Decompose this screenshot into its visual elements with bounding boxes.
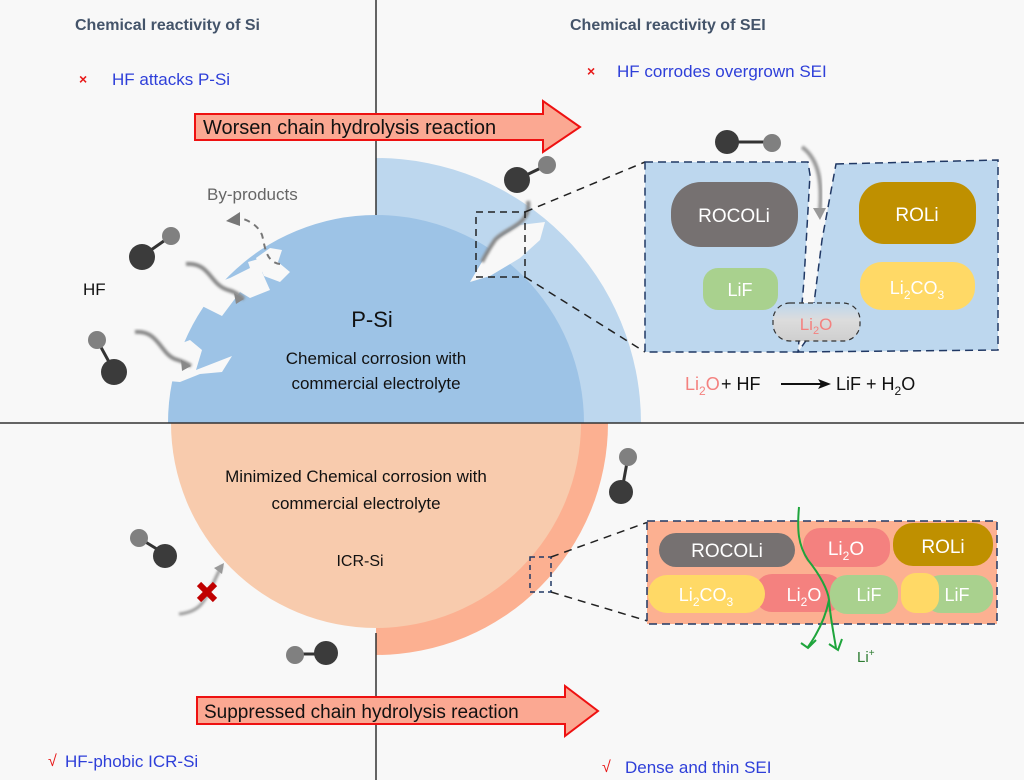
- heading-sei-reactivity: Chemical reactivity of SEI: [570, 17, 766, 34]
- chip-roli: [859, 182, 976, 244]
- chip-rocoli: [659, 533, 795, 567]
- reaction-equation: Li2O + HF LiF + H2O: [685, 374, 915, 398]
- hf-molecule-icon: [286, 641, 338, 665]
- li-ion-arrowhead-icon: [828, 638, 843, 652]
- li-ion-path: [807, 599, 830, 648]
- chip-li2o-dissolving: [772, 302, 861, 342]
- chip-li2co3: [860, 262, 975, 310]
- chip-roli-label: ROLi: [895, 205, 938, 226]
- corrosion-pit: [156, 340, 232, 382]
- chip-lif: [703, 268, 778, 310]
- zoom-guide-line: [524, 161, 646, 213]
- hf-molecule-icon: [504, 156, 556, 193]
- equation-reactant-li2o: Li2O: [685, 374, 720, 398]
- hf-molecule-icon: [609, 448, 637, 504]
- chip-roli: [893, 523, 993, 566]
- chip-li2co3-small: [901, 573, 939, 613]
- attack-path-arrow-icon: [800, 145, 823, 211]
- li-ion-path: [797, 506, 837, 649]
- chip-li2co3-label: Li2CO3: [890, 278, 945, 302]
- point-hf-corrodes-sei: HF corrodes overgrown SEI: [617, 62, 827, 81]
- li-ion-arrowhead-icon: [800, 639, 817, 650]
- cross-mark: ×: [79, 71, 87, 87]
- icr-si-label: ICR-Si: [336, 553, 383, 570]
- chip-li2o-label: Li2O: [828, 539, 864, 563]
- hf-molecule-icon: [715, 130, 781, 154]
- suppressed-arrow: Suppressed chain hydrolysis reaction: [196, 683, 600, 739]
- chip-roli-label: ROLi: [921, 537, 964, 558]
- zoom-region-box: [475, 211, 526, 278]
- zoom-region-box: [529, 556, 552, 593]
- hf-label: HF: [83, 280, 106, 299]
- equation-reactant-hf: + HF: [721, 374, 761, 394]
- chip-rocoli-label: ROCOLi: [691, 541, 763, 562]
- attack-path-arrow-icon: [185, 261, 246, 301]
- blocked-path: [178, 565, 224, 616]
- chip-lif-label: LiF: [944, 585, 969, 605]
- check-mark: √: [602, 759, 611, 776]
- worsen-arrow-label: Worsen chain hydrolysis reaction: [203, 117, 496, 139]
- chip-lif-label: LiF: [727, 280, 752, 300]
- chip-rocoli-label: ROCOLi: [698, 206, 770, 227]
- chip-rocoli: [671, 182, 798, 247]
- psi-particle: [148, 158, 641, 423]
- sei-top-inset: ROCOLi ROLi LiF Li2CO3 Li2O: [644, 130, 999, 353]
- byproducts-arrowhead-icon: [226, 212, 240, 226]
- chip-li2co3: [648, 575, 765, 613]
- sei-crack: [470, 222, 545, 282]
- heading-si-reactivity: Chemical reactivity of Si: [75, 17, 260, 34]
- arrowhead-icon: [214, 563, 224, 574]
- byproducts-path: [239, 217, 281, 265]
- blocked-cross-icon: [196, 581, 218, 603]
- zoom-guide-line: [550, 520, 652, 558]
- chip-lif: [924, 575, 993, 613]
- arrowhead-icon: [813, 208, 826, 220]
- hf-molecule-icon: [130, 529, 177, 568]
- corrosion-pit: [148, 258, 270, 338]
- point-dense-thin-sei: Dense and thin SEI: [625, 758, 771, 777]
- check-mark: √: [48, 753, 57, 770]
- hf-molecule-icon: [88, 331, 127, 385]
- chip-li2o: [803, 528, 890, 567]
- psi-description-line2: commercial electrolyte: [291, 374, 460, 393]
- psi-description-line1: Chemical corrosion with: [286, 349, 466, 368]
- arrowhead-icon: [234, 293, 244, 304]
- chip-lif-label: LiF: [856, 585, 881, 605]
- zoom-guide-line: [524, 276, 646, 353]
- psi-label: P-Si: [351, 307, 393, 332]
- hf-molecule-icon: [129, 227, 180, 270]
- li-ion-label: Li+: [857, 648, 875, 666]
- chip-lif: [830, 575, 898, 614]
- chip-li2o-label: Li2O: [800, 315, 833, 337]
- point-hf-attacks-psi: HF attacks P-Si: [112, 70, 230, 89]
- chip-li2o: [755, 574, 843, 612]
- equation-products: LiF + H2O: [836, 374, 915, 398]
- point-hf-phobic-icr-si: HF-phobic ICR-Si: [65, 752, 198, 771]
- worsen-arrow: Worsen chain hydrolysis reaction: [194, 99, 582, 154]
- arrowhead-icon: [181, 360, 191, 371]
- suppressed-arrow-label: Suppressed chain hydrolysis reaction: [204, 702, 519, 723]
- sei-bottom-inset: ROCOLi Li2O ROLi Li2CO3 Li2O LiF LiF Li+: [646, 506, 998, 666]
- cross-mark: ×: [587, 63, 595, 79]
- corrosion-pit: [256, 248, 290, 282]
- equation-arrowhead-icon: [818, 379, 831, 389]
- icr-si-description-line1: Minimized Chemical corrosion with: [225, 467, 487, 486]
- zoom-guide-line: [550, 591, 652, 623]
- icr-si-description-line2: commercial electrolyte: [271, 494, 440, 513]
- byproducts-label: By-products: [207, 185, 298, 204]
- icr-si-core: [171, 423, 581, 628]
- icr-si-particle: [171, 423, 608, 655]
